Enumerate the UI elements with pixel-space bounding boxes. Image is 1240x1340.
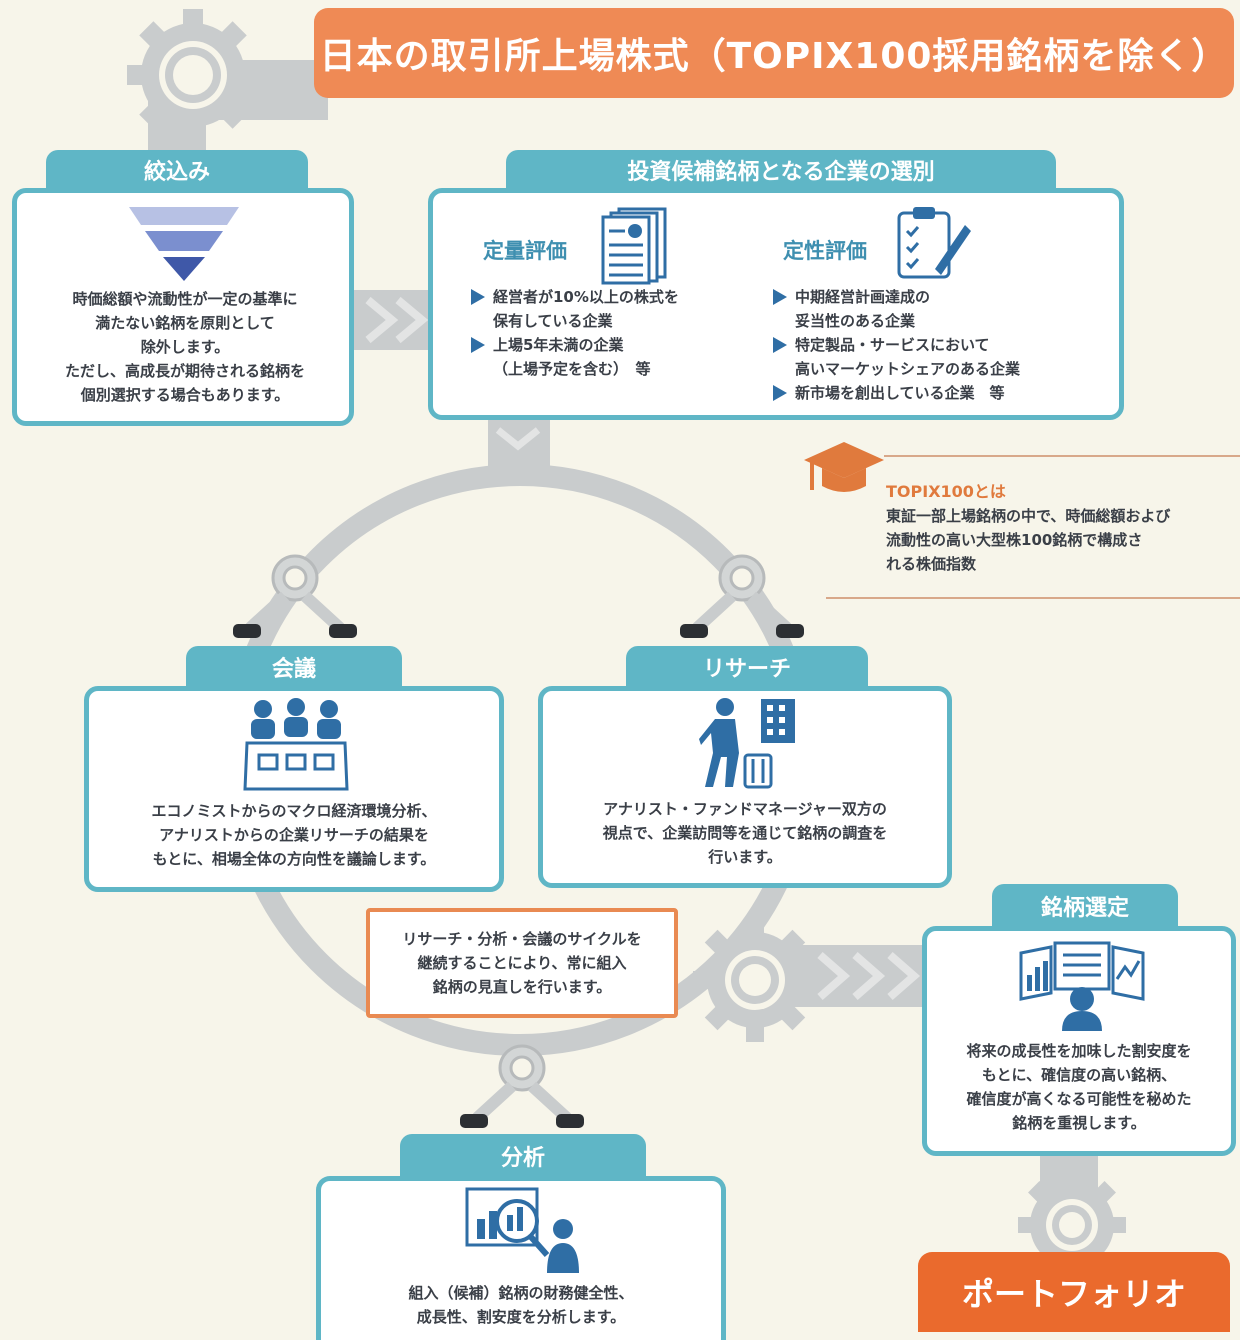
text-line: 銘柄の見直しを行います。	[432, 978, 612, 996]
selection-box: 定量評価 経営者が10%以上の株式を保有している企業 上場5年未満の企業（上場予…	[428, 188, 1124, 420]
document-stack-icon	[601, 207, 667, 285]
final-selection-box: 将来の成長性を加味した割安度を もとに、確信度の高い銘柄、 確信度が高くなる可能…	[922, 926, 1236, 1156]
graduation-cap-icon	[804, 442, 884, 492]
note-body: 東証一部上場銘柄の中で、時価総額および 流動性の高い大型株100銘柄で構成さ れ…	[886, 507, 1171, 573]
list-item: 経営者が10%以上の株式を保有している企業	[471, 285, 761, 333]
text-line: リサーチ・分析・会議のサイクルを	[402, 930, 642, 948]
gear-icon	[127, 9, 259, 141]
analysis-tab: 分析	[400, 1134, 646, 1178]
screening-tab: 絞込み	[46, 150, 308, 190]
bullet-arrow-icon	[471, 289, 485, 305]
list-item: 中期経営計画達成の妥当性のある企業	[773, 285, 1113, 333]
research-box: アナリスト・ファンドマネージャー双方の 視点で、企業訪問等を通じて銘柄の調査を …	[538, 686, 952, 888]
final-selection-tab: 銘柄選定	[992, 884, 1178, 928]
text-line: 除外します。	[140, 338, 230, 356]
text-line: 組入（候補）銘柄の財務健全性、	[408, 1284, 634, 1302]
text-line: 行います。	[708, 848, 782, 866]
gear-icon	[680, 554, 804, 638]
clipboard-pen-icon	[897, 207, 971, 279]
gear-icon	[233, 554, 357, 638]
text-line: 成長性、割安度を分析します。	[416, 1308, 626, 1326]
text-line: 視点で、企業訪問等を通じて銘柄の調査を	[602, 824, 888, 842]
qualitative-list: 中期経営計画達成の妥当性のある企業 特定製品・サービスにおいて高いマーケットシェ…	[773, 285, 1113, 405]
screening-box: 時価総額や流動性が一定の基準に 満たない銘柄を原則として 除外します。 ただし、…	[12, 188, 354, 426]
text-line: もとに、相場全体の方向性を議論します。	[152, 850, 436, 868]
note-title: TOPIX100とは	[886, 482, 1006, 501]
page-title: 日本の取引所上場株式（TOPIX100採用銘柄を除く）	[314, 8, 1234, 98]
text-line: 継続することにより、常に組入	[417, 954, 627, 972]
list-item: 特定製品・サービスにおいて高いマーケットシェアのある企業	[773, 333, 1113, 381]
text-line: アナリストからの企業リサーチの結果を	[159, 826, 429, 844]
text-line: 時価総額や流動性が一定の基準に	[72, 290, 298, 308]
analyst-charts-icon	[1019, 941, 1145, 1031]
text-line: 銘柄を重視します。	[1012, 1114, 1146, 1132]
bullet-arrow-icon	[471, 337, 485, 353]
portfolio-label: ポートフォリオ	[918, 1252, 1230, 1332]
text-line: 将来の成長性を加味した割安度を	[966, 1042, 1192, 1060]
list-item: 新市場を創出している企業 等	[773, 381, 1113, 405]
quantitative-list: 経営者が10%以上の株式を保有している企業 上場5年未満の企業（上場予定を含む）…	[471, 285, 761, 381]
bullet-arrow-icon	[773, 289, 787, 305]
note-divider	[826, 597, 1240, 599]
analysis-box: 組入（候補）銘柄の財務健全性、 成長性、割安度を分析します。	[316, 1176, 726, 1340]
meeting-people-icon	[243, 698, 349, 791]
text-line: 満たない銘柄を原則として	[95, 314, 275, 332]
text-line: アナリスト・ファンドマネージャー双方の	[603, 800, 887, 818]
cycle-note: リサーチ・分析・会議のサイクルを 継続することにより、常に組入 銘柄の見直しを行…	[366, 908, 678, 1018]
text-line: もとに、確信度の高い銘柄、	[981, 1066, 1177, 1084]
text-line: 確信度が高くなる可能性を秘めた	[966, 1090, 1192, 1108]
list-item: 上場5年未満の企業（上場予定を含む） 等	[471, 333, 761, 381]
text-line: 個別選択する場合もあります。	[80, 386, 290, 404]
gear-icon	[460, 1044, 584, 1128]
text-line: ただし、高成長が期待される銘柄を	[64, 362, 305, 380]
quantitative-title: 定量評価	[483, 239, 567, 263]
selection-tab: 投資候補銘柄となる企業の選別	[506, 150, 1056, 190]
research-tab: リサーチ	[626, 646, 868, 688]
gear-icon	[693, 918, 817, 1042]
text-line: エコノミストからのマクロ経済環境分析、	[151, 802, 437, 820]
meeting-box: エコノミストからのマクロ経済環境分析、 アナリストからの企業リサーチの結果を も…	[84, 686, 504, 892]
meeting-tab: 会議	[186, 646, 402, 688]
magnifier-chart-icon	[465, 1187, 579, 1273]
bullet-arrow-icon	[773, 385, 787, 401]
note-divider	[884, 455, 1240, 457]
gear-icon	[1018, 1171, 1126, 1267]
funnel-icon	[129, 207, 239, 281]
visitor-building-icon	[699, 698, 795, 789]
bullet-arrow-icon	[773, 337, 787, 353]
qualitative-title: 定性評価	[783, 239, 867, 263]
